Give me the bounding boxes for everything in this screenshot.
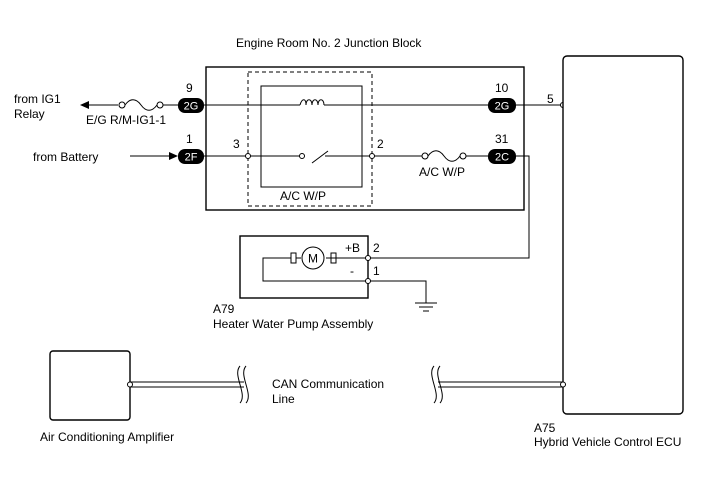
pump-plus-b: +B bbox=[345, 241, 360, 255]
motor-icon bbox=[301, 246, 325, 270]
ac-amplifier-box bbox=[49, 350, 131, 421]
pump-code: A79 bbox=[213, 302, 235, 316]
can-label-line1: CAN Communication bbox=[272, 377, 384, 391]
connector-2g-right: 2G bbox=[488, 98, 516, 113]
pump-pin-1: 1 bbox=[373, 264, 380, 278]
relay-coil-icon bbox=[299, 99, 325, 106]
relay-label: A/C W/P bbox=[280, 189, 326, 203]
relay-enclosure bbox=[247, 71, 373, 207]
ecu-code: A75 bbox=[534, 421, 556, 435]
connector-10-pin: 10 bbox=[495, 81, 509, 95]
water-pump-box bbox=[239, 235, 369, 299]
connector-1-pin: 1 bbox=[186, 132, 193, 146]
battery-arrow-icon bbox=[169, 152, 178, 160]
connector-2c: 2C bbox=[488, 149, 516, 164]
motor-label: M bbox=[308, 252, 318, 266]
relay-switch-icon bbox=[311, 150, 329, 164]
pump-pin-2: 2 bbox=[373, 241, 380, 255]
ecu-name: Hybrid Vehicle Control ECU bbox=[534, 435, 681, 449]
svg-text:2G: 2G bbox=[184, 101, 199, 113]
ig1-relay-label: Relay bbox=[14, 107, 45, 121]
connector-31-pin: 31 bbox=[495, 132, 509, 146]
junction-block bbox=[205, 66, 525, 211]
can-label-line2: Line bbox=[272, 392, 295, 406]
fuse-egrm-icon bbox=[124, 99, 158, 111]
svg-text:2F: 2F bbox=[185, 152, 198, 164]
from-battery-label: from Battery bbox=[33, 150, 98, 164]
relay-pin-2: 2 bbox=[377, 137, 384, 151]
relay-switch-contact bbox=[299, 153, 305, 159]
hybrid-ecu-box bbox=[562, 55, 684, 415]
pump-minus: - bbox=[350, 264, 354, 278]
connector-9-pin: 9 bbox=[186, 81, 193, 95]
fuse-acwp-icon bbox=[427, 150, 461, 162]
fuse-egrm-label: E/G R/M-IG1-1 bbox=[86, 113, 166, 127]
fuse-acwp-label: A/C W/P bbox=[419, 165, 465, 179]
ecu-pin-5: 5 bbox=[547, 92, 554, 106]
can-line bbox=[130, 365, 563, 404]
pump-name: Heater Water Pump Assembly bbox=[213, 317, 373, 331]
svg-text:2G: 2G bbox=[495, 101, 510, 113]
from-ig1-label: from IG1 bbox=[14, 92, 61, 106]
connector-2f: 2F bbox=[178, 149, 204, 164]
ac-amplifier-name: Air Conditioning Amplifier bbox=[40, 430, 174, 444]
ig1-arrow-icon bbox=[80, 101, 89, 109]
relay-coil-box bbox=[260, 85, 363, 188]
junction-block-title: Engine Room No. 2 Junction Block bbox=[236, 36, 422, 50]
relay-pin-3: 3 bbox=[233, 137, 240, 151]
svg-text:2C: 2C bbox=[495, 152, 509, 164]
connector-2g-left: 2G bbox=[178, 98, 204, 113]
ground-icon bbox=[415, 302, 437, 312]
